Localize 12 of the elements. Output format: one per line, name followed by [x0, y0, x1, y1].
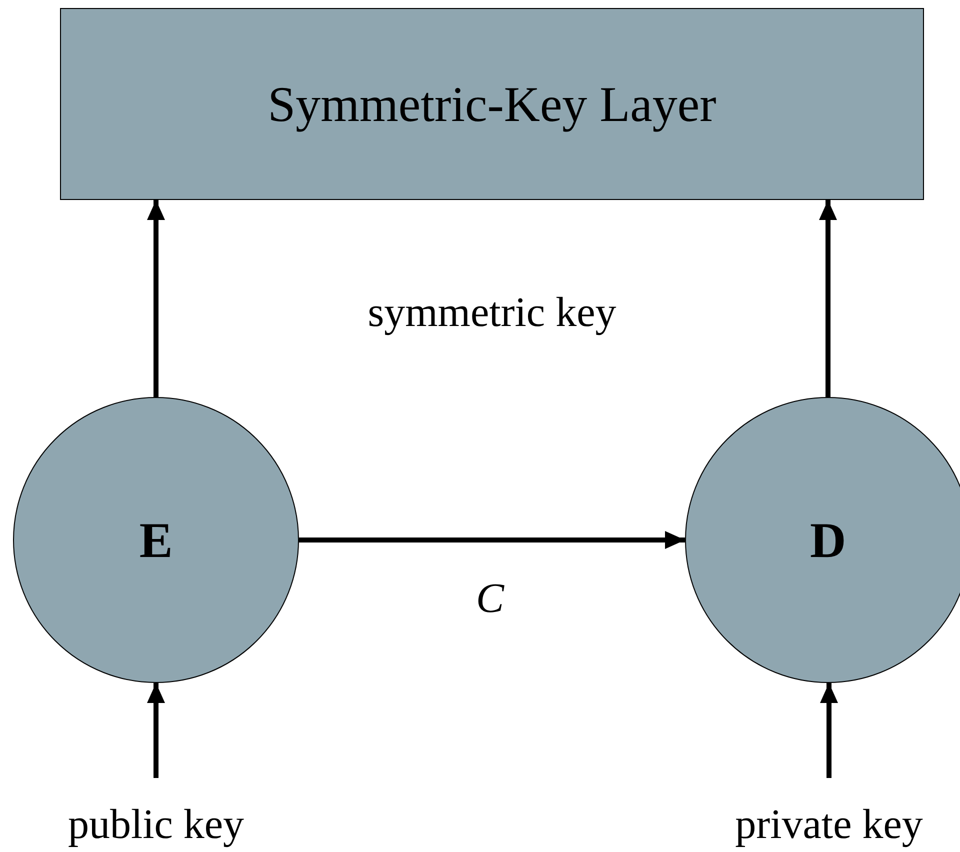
note-text: symmetric key: [368, 292, 616, 334]
arrow: [299, 531, 685, 549]
key-label: public key: [36, 778, 276, 846]
arrow: [820, 683, 838, 778]
arrow: [147, 683, 165, 778]
node-label: D: [810, 511, 846, 569]
node-label: E: [139, 511, 173, 569]
layer-box: [60, 8, 924, 200]
arrow: [819, 200, 837, 397]
key-label: private key: [698, 778, 960, 846]
node-label: Symmetric-Key Layer: [268, 75, 716, 133]
arrow: [147, 200, 165, 397]
